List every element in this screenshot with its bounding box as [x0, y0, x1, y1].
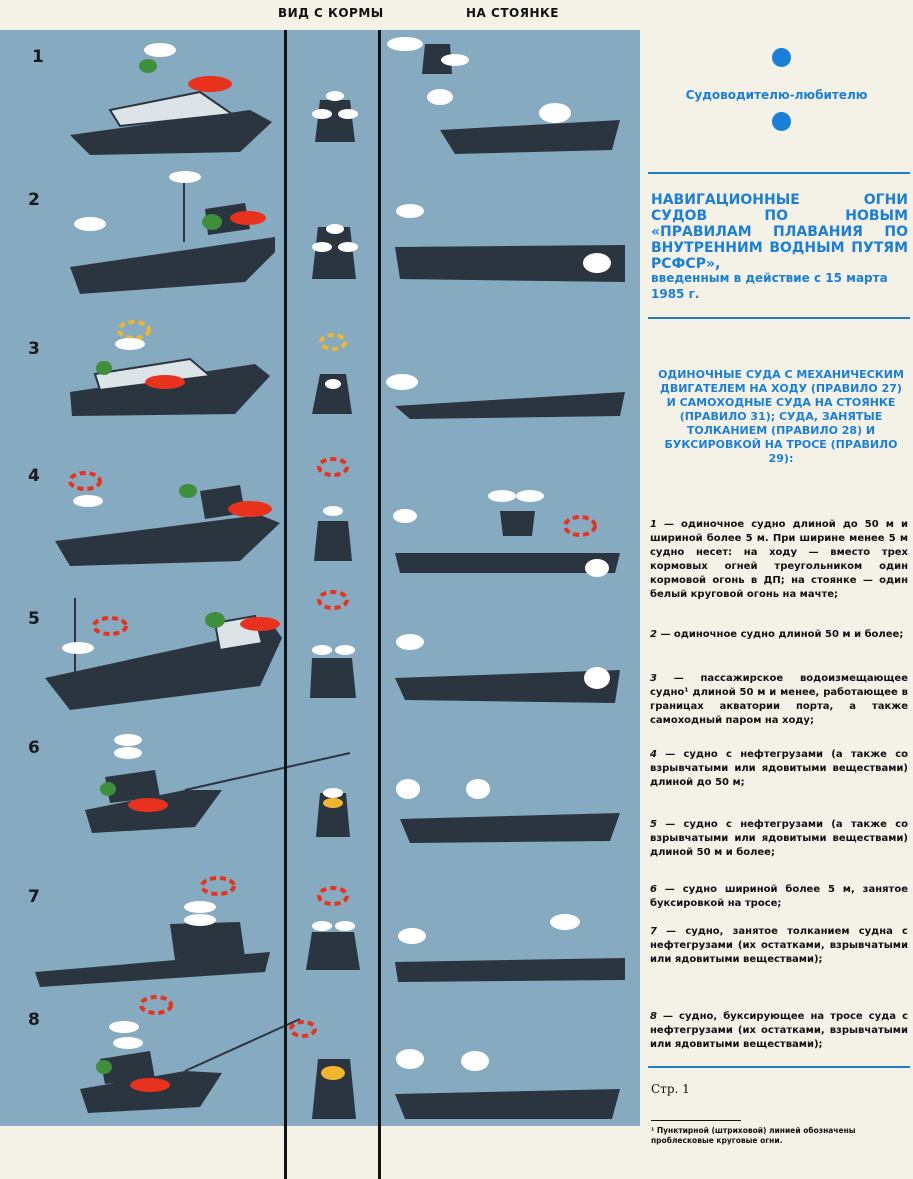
main-title: НАВИГАЦИОННЫЕ ОГНИ СУДОВ ПО НОВЫМ «ПРАВИ… — [651, 192, 908, 272]
decorative-dot — [772, 112, 791, 131]
row-number: 2 — [28, 190, 40, 210]
illustration-row: 7 — [0, 852, 640, 989]
footnote-rule — [651, 1120, 741, 1121]
decorative-dot — [772, 48, 791, 67]
kicker: Судоводителю-любителю — [685, 88, 868, 102]
ship-illustration: 6 — [28, 734, 620, 843]
illustration-row: 5 — [0, 578, 640, 715]
row-number: 1 — [32, 47, 44, 67]
ship-illustration: 2 — [28, 171, 625, 294]
header-stern-view: ВИД С КОРМЫ — [278, 6, 384, 20]
illustration-row: 1 — [0, 30, 640, 167]
column-header: ВИД С КОРМЫ НА СТОЯНКЕ — [0, 0, 640, 30]
ship-illustration: 1 — [32, 37, 620, 155]
list-item: 5 — судно с нефтегрузами (а также со взр… — [650, 819, 908, 858]
divider — [648, 1066, 910, 1068]
list-item: 6 — судно шириной более 5 м, занятое бук… — [650, 884, 908, 909]
row-number: 7 — [28, 887, 40, 907]
list-item: 2 — одиночное судно длиной 50 м и более; — [650, 629, 904, 640]
row-number: 5 — [28, 609, 40, 629]
header-at-anchor: НА СТОЯНКЕ — [466, 6, 559, 20]
ship-illustration: 3 — [28, 320, 625, 419]
illustration-row: 8 — [0, 989, 640, 1126]
page-label: Стр. 1 — [651, 1082, 690, 1096]
ship-illustration: 8 — [28, 995, 620, 1119]
ship-illustration: 7 — [28, 876, 625, 987]
row-number: 3 — [28, 339, 40, 359]
row-number: 8 — [28, 1010, 40, 1030]
illustration-row: 6 — [0, 715, 640, 852]
divider — [648, 172, 910, 174]
list-item: 8 — судно, буксирующее на тросе суда с н… — [650, 1011, 908, 1050]
illustration-grid: 1 2 — [0, 30, 640, 1179]
ship-illustration: 4 — [28, 457, 620, 577]
column-divider — [284, 30, 287, 1179]
sidebar-text: Судоводителю-любителю — [640, 0, 913, 1179]
footnote: ¹ Пунктирной (штриховой) линией обозначе… — [651, 1126, 856, 1145]
illustration-row: 4 — [0, 441, 640, 578]
list-item: 4 — судно с нефтегрузами (а также со взр… — [650, 749, 908, 788]
column-divider — [378, 30, 381, 1179]
row-number: 6 — [28, 738, 40, 758]
divider — [648, 317, 910, 319]
main-subtitle: введенным в действие с 15 марта 1985 г. — [651, 271, 888, 301]
row-number: 4 — [28, 466, 40, 486]
section-heading: ОДИНОЧНЫЕ СУДА С МЕХАНИЧЕСКИМ ДВИГАТЕЛЕМ… — [658, 368, 904, 465]
list-item: 1 — одиночное судно длиной до 50 м и шир… — [650, 519, 908, 600]
illustration-row: 3 — [0, 304, 640, 441]
list-item: 7 — судно, занятое толканием судна с неф… — [650, 926, 908, 965]
illustration-row: 2 — [0, 167, 640, 304]
list-item: 3 — пассажирское водоизмещающее судно¹ д… — [650, 673, 908, 726]
ship-illustration: 5 — [28, 590, 620, 710]
